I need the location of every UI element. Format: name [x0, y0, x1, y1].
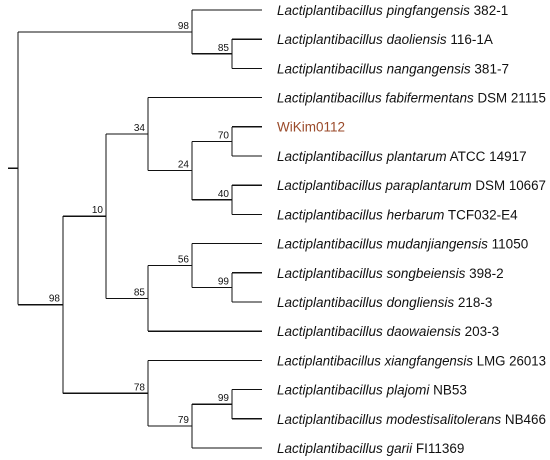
bootstrap-value: 98: [49, 294, 61, 305]
bootstrap-values: 85 98 70 40 24 34 99 56 85 10 99 79 78 98: [49, 21, 230, 426]
bootstrap-value: 10: [92, 205, 104, 216]
taxon-label-plantarum: Lactiplantibacillus plantarum ATCC 14917: [277, 149, 527, 164]
genus-name: Lactiplantibacillus: [277, 149, 383, 164]
taxon-label-modestisalitolerans: Lactiplantibacillus modestisalitolerans …: [277, 411, 546, 426]
strain-id: 203-3: [465, 324, 500, 339]
bootstrap-value: 78: [134, 382, 146, 393]
species-name: modestisalitolerans: [386, 411, 501, 426]
taxon-labels: Lactiplantibacillus pingfangensis 382-1L…: [277, 3, 546, 456]
bootstrap-value: 85: [134, 287, 146, 298]
bootstrap-value: 56: [178, 255, 190, 266]
genus-name: Lactiplantibacillus: [277, 382, 383, 397]
species-name: mudanjiangensis: [387, 236, 489, 251]
strain-id: 381-7: [474, 61, 509, 76]
species-name: daoliensis: [387, 32, 447, 47]
genus-name: Lactiplantibacillus: [277, 441, 383, 456]
taxon-label-daowaiensis: Lactiplantibacillus daowaiensis 203-3: [277, 324, 499, 339]
taxon-label-paraplantarum: Lactiplantibacillus paraplantarum DSM 10…: [277, 178, 546, 193]
bootstrap-value: 79: [178, 415, 190, 426]
taxon-label-dongliensis: Lactiplantibacillus dongliensis 218-3: [277, 295, 492, 310]
species-name: plajomi: [386, 382, 431, 397]
strain-id: TCF032-E4: [448, 207, 518, 222]
strain-id: NB466: [505, 411, 546, 426]
genus-name: Lactiplantibacillus: [277, 353, 381, 368]
taxon-label-mudanjiangensis: Lactiplantibacillus mudanjiangensis 1105…: [277, 236, 528, 251]
genus-name: Lactiplantibacillus: [277, 265, 383, 280]
genus-name: Lactiplantibacillus: [277, 32, 383, 47]
taxon-label-nangangensis: Lactiplantibacillus nangangensis 381-7: [277, 61, 509, 76]
species-name: fabifermentans: [385, 90, 474, 105]
taxon-label-wikim0112: WiKim0112: [277, 119, 345, 134]
taxon-label-herbarum: Lactiplantibacillus herbarum TCF032-E4: [277, 207, 518, 222]
strain-id: 11050: [492, 236, 529, 251]
taxon-label-songbeiensis: Lactiplantibacillus songbeiensis 398-2: [277, 265, 504, 280]
species-name: paraplantarum: [384, 178, 471, 193]
taxon-label-plajomi: Lactiplantibacillus plajomi NB53: [277, 382, 467, 397]
genus-name: Lactiplantibacillus: [277, 3, 383, 18]
bootstrap-value: 34: [134, 123, 146, 134]
strain-id: 218-3: [458, 295, 493, 310]
tree-branches: [8, 9, 262, 449]
genus-name: Lactiplantibacillus: [277, 61, 383, 76]
bootstrap-value: 85: [218, 43, 230, 54]
bootstrap-value: 98: [178, 21, 190, 32]
species-name: nangangensis: [387, 61, 471, 76]
taxon-label-pingfangensis: Lactiplantibacillus pingfangensis 382-1: [277, 3, 508, 18]
bootstrap-value: 24: [178, 160, 190, 171]
strain-id: 116-1A: [450, 32, 493, 47]
genus-name: Lactiplantibacillus: [277, 411, 383, 426]
genus-name: Lactiplantibacillus: [277, 295, 383, 310]
taxon-label-daoliensis: Lactiplantibacillus daoliensis 116-1A: [277, 32, 493, 47]
strain-id: LMG 26013: [477, 353, 546, 368]
bootstrap-value: 40: [218, 189, 230, 200]
strain-id: ATCC 14917: [450, 149, 527, 164]
species-name: plantarum: [386, 149, 447, 164]
genus-name: Lactiplantibacillus: [277, 178, 382, 193]
genus-name: Lactiplantibacillus: [277, 90, 382, 105]
species-name: dongliensis: [387, 295, 455, 310]
strain-id: 398-2: [469, 265, 504, 280]
species-name: daowaiensis: [387, 324, 462, 339]
bootstrap-value: 70: [218, 130, 230, 141]
strain-id: DSM 10667: [475, 178, 546, 193]
species-name: garii: [387, 441, 414, 456]
strain-id: NB53: [433, 382, 467, 397]
genus-name: Lactiplantibacillus: [277, 236, 383, 251]
taxon-label-garii: Lactiplantibacillus garii FI11369: [277, 441, 464, 456]
species-name: pingfangensis: [386, 3, 471, 18]
strain-id: 382-1: [474, 3, 509, 18]
bootstrap-value: 99: [218, 276, 230, 287]
species-name: songbeiensis: [387, 265, 466, 280]
genus-name: Lactiplantibacillus: [277, 207, 383, 222]
strain-id: DSM 21115: [477, 90, 546, 105]
species-name: herbarum: [387, 207, 445, 222]
species-name: xiangfangensis: [384, 353, 474, 368]
strain-id: FI11369: [416, 441, 465, 456]
bootstrap-value: 99: [218, 393, 230, 404]
genus-name: Lactiplantibacillus: [277, 324, 383, 339]
taxon-label-fabifermentans: Lactiplantibacillus fabifermentans DSM 2…: [277, 90, 546, 105]
taxon-label-xiangfangensis: Lactiplantibacillus xiangfangensis LMG 2…: [277, 353, 546, 368]
